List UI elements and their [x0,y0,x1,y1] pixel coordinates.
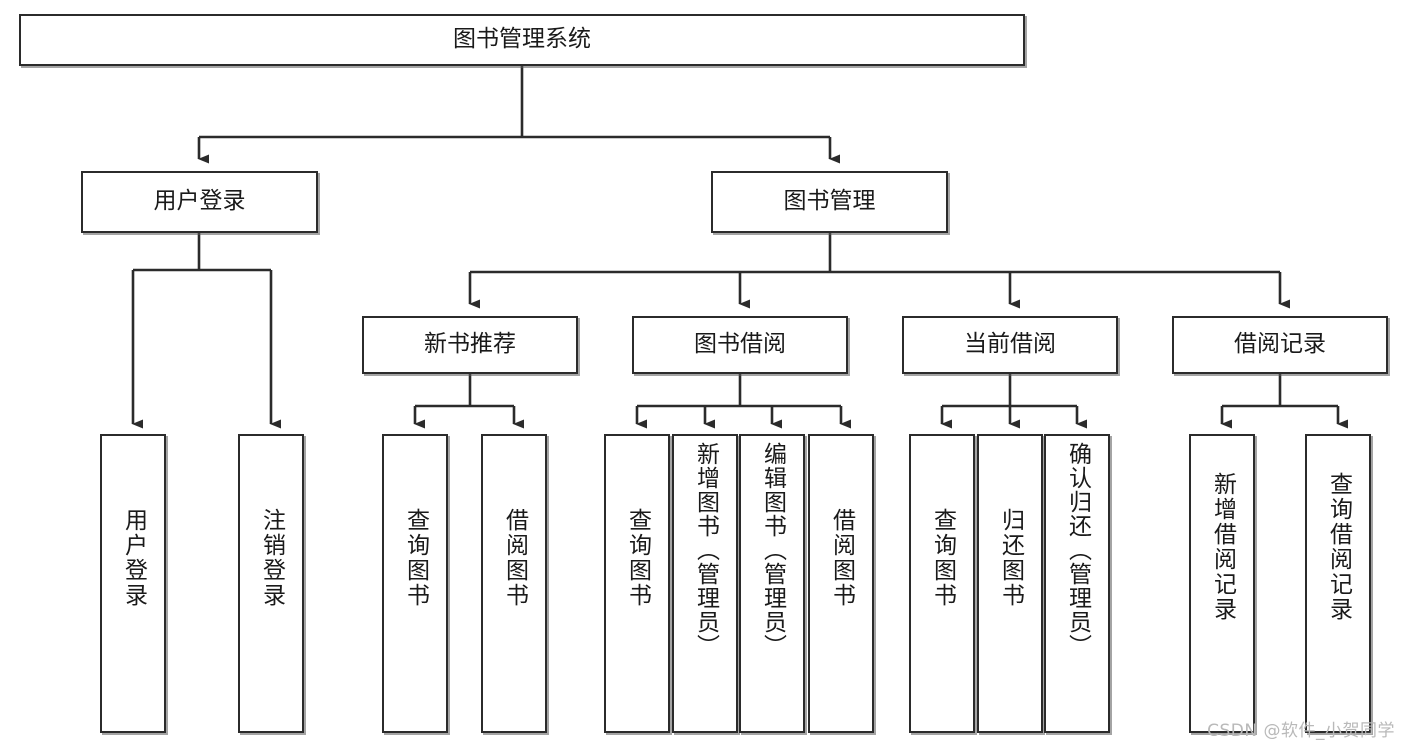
leaf-user-login[interactable]: 用户登录 [100,434,166,733]
leaf-add-book[interactable]: 新增图书（管理员） [672,434,738,733]
leaf-edit-book[interactable]: 编辑图书（管理员） [739,434,805,733]
node-book-borrow-label: 图书借阅 [694,331,786,358]
node-new-book-rec[interactable]: 新书推荐 [362,316,578,374]
leaf-add-record[interactable]: 新增借阅记录 [1189,434,1255,733]
node-borrow-record[interactable]: 借阅记录 [1172,316,1388,374]
leaf-borrow-book-1-label: 借阅图书 [501,508,528,608]
leaf-user-logout[interactable]: 注销登录 [238,434,304,733]
node-borrow-record-label: 借阅记录 [1234,331,1326,358]
leaf-query-book-2-label: 查询图书 [624,508,651,608]
leaf-return-book-label: 归还图书 [997,508,1024,608]
leaf-borrow-book-1[interactable]: 借阅图书 [481,434,547,733]
node-user-login-label: 用户登录 [153,188,246,215]
node-root-label: 图书管理系统 [453,26,591,53]
leaf-query-book-2[interactable]: 查询图书 [604,434,670,733]
leaf-query-book-3[interactable]: 查询图书 [909,434,975,733]
leaf-add-book-label: 新增图书（管理员） [692,442,719,658]
node-current-borrow-label: 当前借阅 [964,331,1056,358]
leaf-query-record-label: 查询借阅记录 [1325,472,1352,622]
node-current-borrow[interactable]: 当前借阅 [902,316,1118,374]
leaf-user-login-label: 用户登录 [120,508,147,608]
leaf-query-book-1-label: 查询图书 [402,508,429,608]
leaf-borrow-book-2-label: 借阅图书 [828,508,855,608]
leaf-query-book-3-label: 查询图书 [929,508,956,608]
node-book-borrow[interactable]: 图书借阅 [632,316,848,374]
leaf-confirm-return-label: 确认归还（管理员） [1064,442,1091,658]
leaf-query-book-1[interactable]: 查询图书 [382,434,448,733]
leaf-user-logout-label: 注销登录 [258,508,285,608]
node-book-manage[interactable]: 图书管理 [711,171,948,233]
node-new-book-rec-label: 新书推荐 [424,331,516,358]
node-user-login[interactable]: 用户登录 [81,171,318,233]
node-book-manage-label: 图书管理 [783,188,876,215]
csdn-watermark: CSDN @软件_小贺同学 [1207,721,1395,741]
leaf-confirm-return[interactable]: 确认归还（管理员） [1044,434,1110,733]
leaf-query-record[interactable]: 查询借阅记录 [1305,434,1371,733]
node-root[interactable]: 图书管理系统 [19,14,1025,66]
leaf-return-book[interactable]: 归还图书 [977,434,1043,733]
leaf-edit-book-label: 编辑图书（管理员） [759,442,786,658]
leaf-borrow-book-2[interactable]: 借阅图书 [808,434,874,733]
leaf-add-record-label: 新增借阅记录 [1209,472,1236,622]
